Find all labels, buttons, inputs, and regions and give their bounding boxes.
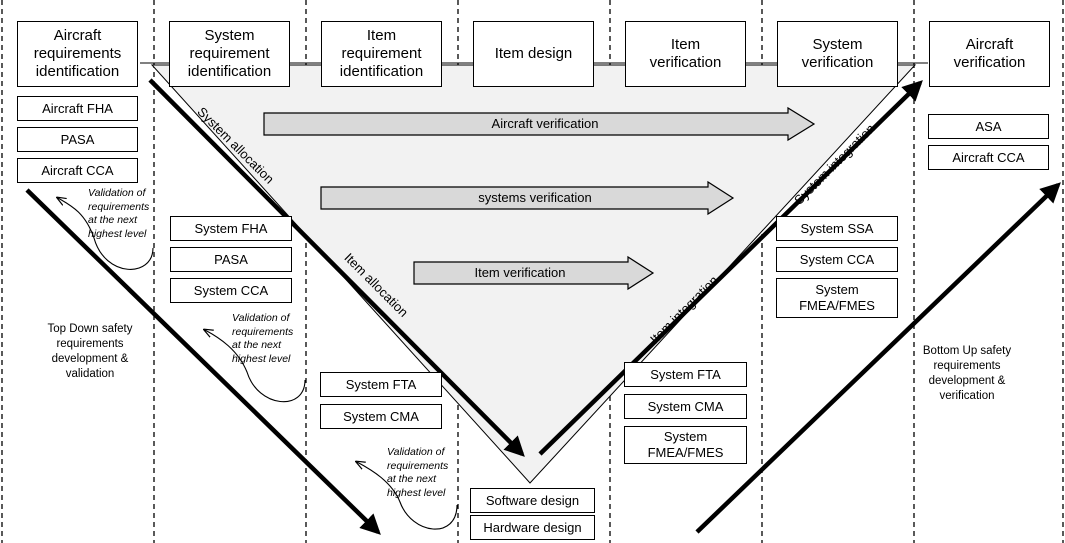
bottom-up-arrow — [695, 182, 1061, 534]
aircraft-verification-arrow-shape — [263, 106, 816, 142]
validation-note-3: Validation of requirements at the next h… — [387, 446, 449, 499]
validation-curve-1 — [58, 198, 154, 270]
item-verification-label: Item verification — [474, 265, 566, 280]
system-fmea-box-item: System FMEA/FMES — [624, 426, 747, 464]
aircraft-cca-box-right: Aircraft CCA — [928, 145, 1049, 170]
aircraft-cca-box: Aircraft CCA — [17, 158, 138, 183]
header-system-requirement: System requirement identification — [169, 21, 290, 87]
system-fta-box-left: System FTA — [320, 372, 442, 397]
integration-arrow — [538, 80, 923, 456]
system-fta-box-right: System FTA — [624, 362, 747, 387]
top-down-arrow — [25, 188, 381, 535]
validation-curve-2 — [205, 330, 306, 403]
system-cca-box: System CCA — [170, 278, 292, 303]
system-cca-box-right: System CCA — [776, 247, 898, 272]
systems-verification-arrow-shape — [320, 180, 735, 216]
system-fha-box: System FHA — [170, 216, 292, 241]
validation-note-2: Validation of requirements at the next h… — [232, 312, 294, 365]
systems-verification-label: systems verification — [478, 190, 592, 205]
system-fmea-box-system: System FMEA/FMES — [776, 278, 898, 318]
allocation-arrow — [148, 78, 525, 457]
header-item-requirement: Item requirement identification — [321, 21, 442, 87]
validation-curve-3 — [357, 462, 458, 530]
hardware-design-box: Hardware design — [470, 515, 595, 540]
aircraft-fha-box: Aircraft FHA — [17, 96, 138, 121]
asa-box: ASA — [928, 114, 1049, 139]
system-cma-box-left: System CMA — [320, 404, 442, 429]
aircraft-verification-label: Aircraft verification — [491, 116, 599, 131]
pasa-box-aircraft: PASA — [17, 127, 138, 152]
system-cma-box-right: System CMA — [624, 394, 747, 419]
pasa-box-system: PASA — [170, 247, 292, 272]
system-ssa-box: System SSA — [776, 216, 898, 241]
header-aircraft-requirements: Aircraft requirements identification — [17, 21, 138, 87]
header-item-design: Item design — [473, 21, 594, 87]
header-system-verification: System verification — [777, 21, 898, 87]
validation-note-1: Validation of requirements at the next h… — [88, 187, 150, 240]
top-down-label: Top Down safety requirements development… — [47, 323, 133, 380]
bottom-up-label: Bottom Up safety requirements developmen… — [922, 345, 1012, 402]
software-design-box: Software design — [470, 488, 595, 513]
header-aircraft-verification: Aircraft verification — [929, 21, 1050, 87]
header-item-verification: Item verification — [625, 21, 746, 87]
item-verification-arrow-shape — [413, 255, 655, 291]
